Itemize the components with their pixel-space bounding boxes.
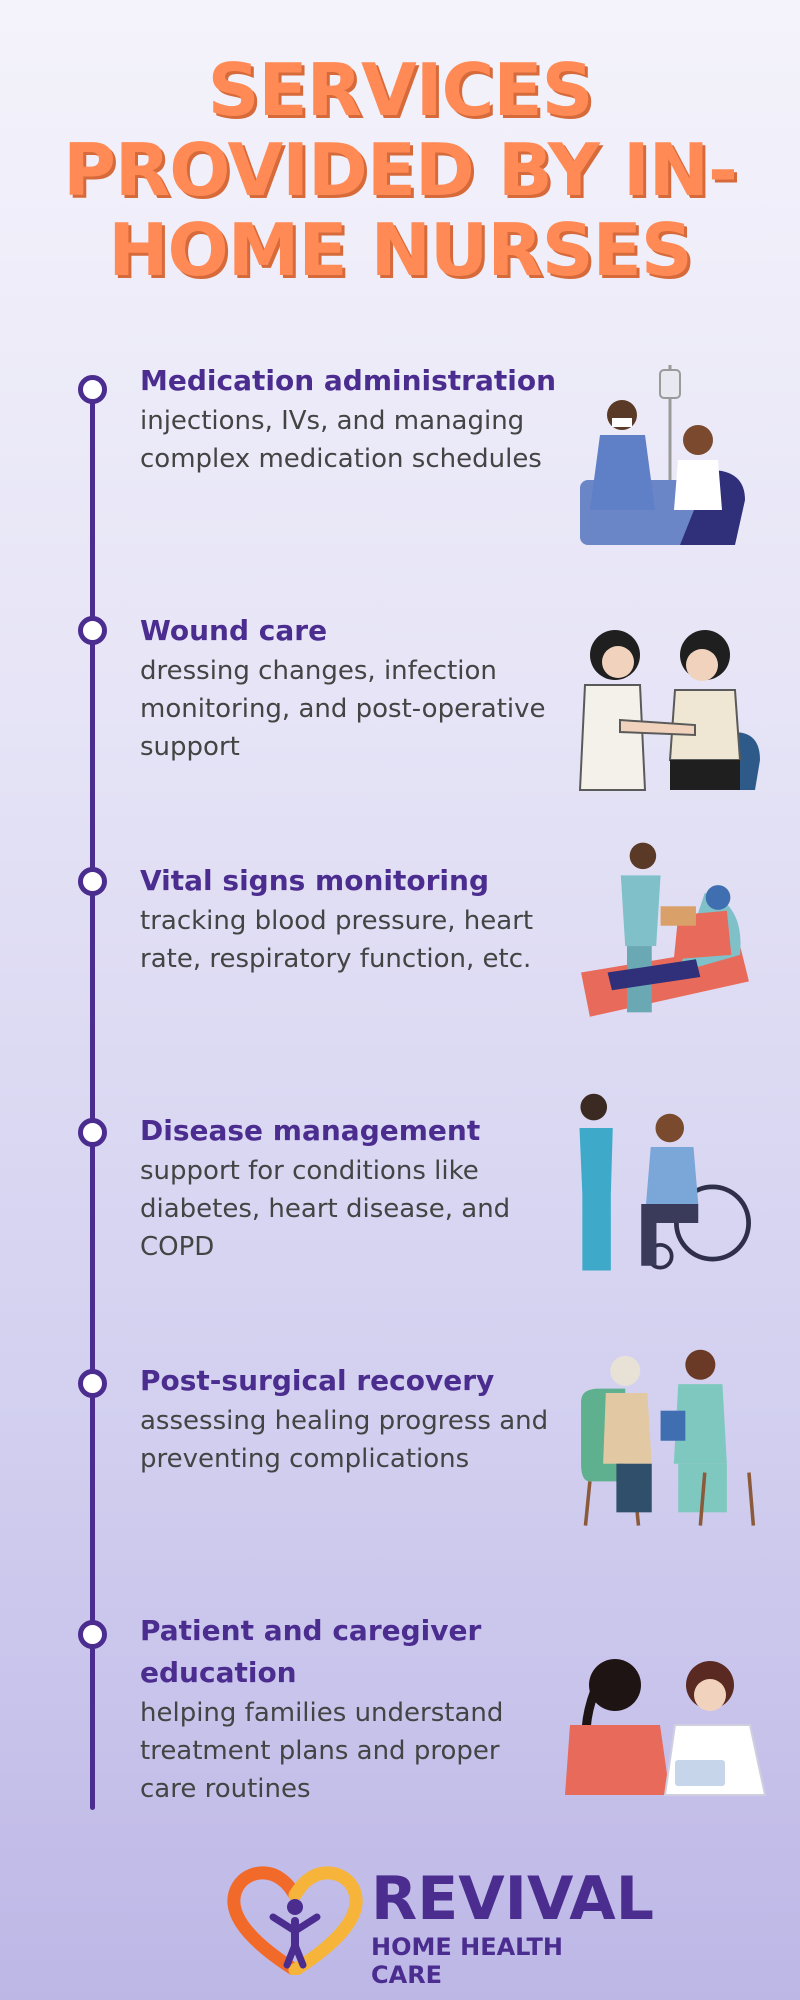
service-item: Wound care dressing changes, infection m… xyxy=(140,610,560,766)
service-heading: Medication administration xyxy=(140,364,557,397)
service-item: Medication administration injections, IV… xyxy=(140,360,560,478)
service-item: Post-surgical recovery assessing healing… xyxy=(140,1360,560,1478)
service-heading: Disease management xyxy=(140,1114,481,1147)
nurse-consulting-family-illustration xyxy=(565,1659,767,1796)
title-line-2: PROVIDED BY IN- xyxy=(63,128,738,212)
nurse-administering-iv-illustration xyxy=(580,365,745,545)
service-description: support for conditions like diabetes, he… xyxy=(140,1156,511,1262)
brand-name: REVIVAL xyxy=(371,1864,654,1934)
service-item: Patient and caregiver education helping … xyxy=(140,1610,560,1808)
service-description: tracking blood pressure, heart rate, res… xyxy=(140,906,534,974)
service-description: injections, IVs, and managing complex me… xyxy=(140,406,542,474)
timeline-node xyxy=(78,616,107,645)
brand-subtitle: HOME HEALTH CARE xyxy=(371,1933,563,1989)
service-description: helping families understand treatment pl… xyxy=(140,1698,504,1804)
title-line-3: HOME NURSES xyxy=(108,208,692,292)
timeline-node xyxy=(78,375,107,404)
timeline-node xyxy=(78,1620,107,1649)
timeline-node xyxy=(78,1369,107,1398)
service-item: Vital signs monitoring tracking blood pr… xyxy=(140,860,560,978)
service-item: Disease management support for condition… xyxy=(140,1110,560,1266)
timeline-node xyxy=(78,867,107,896)
nurse-with-seated-elderly-patient-illustration xyxy=(581,1349,756,1526)
service-heading: Patient and caregiver education xyxy=(140,1614,482,1689)
service-description: assessing healing progress and preventin… xyxy=(140,1406,549,1474)
service-heading: Vital signs monitoring xyxy=(140,864,490,897)
service-heading: Wound care xyxy=(140,614,328,647)
service-heading: Post-surgical recovery xyxy=(140,1364,495,1397)
timeline-node xyxy=(78,1118,107,1147)
nurse-checking-blood-pressure-illustration xyxy=(581,842,749,1017)
service-description: dressing changes, infection monitoring, … xyxy=(140,656,546,762)
title-line-1: SERVICES xyxy=(207,48,594,132)
nurse-with-wheelchair-patient-illustration xyxy=(579,1093,751,1271)
page-title: SERVICES PROVIDED BY IN- HOME NURSES xyxy=(0,50,800,290)
timeline-line xyxy=(90,390,95,1810)
brand-logo: REVIVAL HOME HEALTH CARE xyxy=(225,1865,654,1989)
heart-person-icon xyxy=(227,1866,363,1975)
nurse-dressing-wound-illustration xyxy=(578,630,760,791)
